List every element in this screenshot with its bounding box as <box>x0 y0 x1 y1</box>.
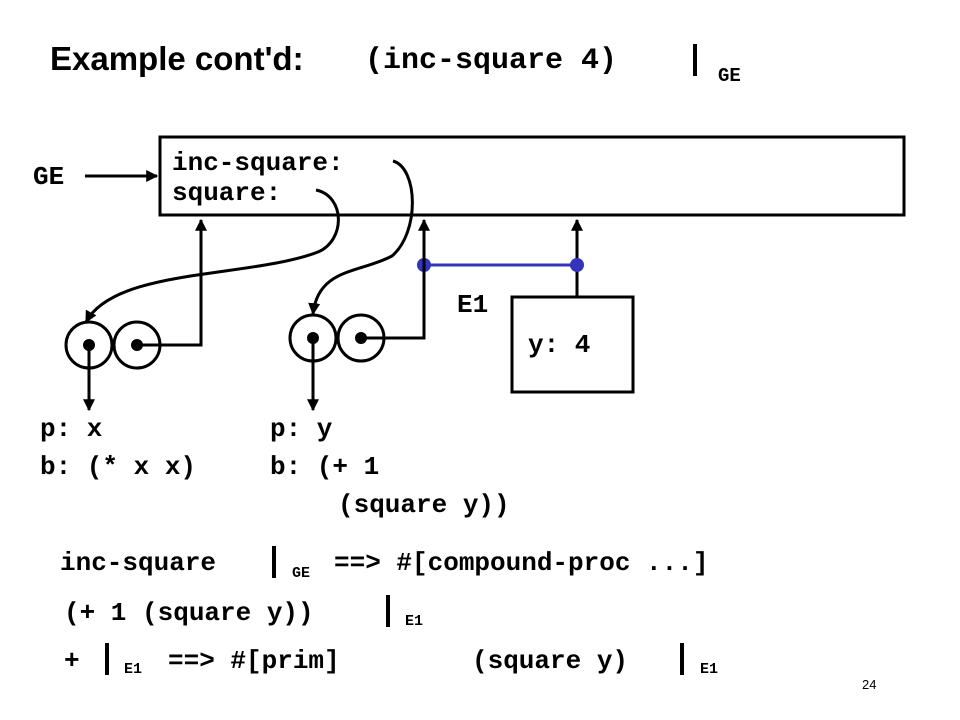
eval2-env: E1 <box>405 613 424 630</box>
title-code: (inc-square 4) <box>365 44 618 78</box>
binding-inc-square: inc-square: <box>172 148 344 178</box>
global-env-frame <box>158 135 906 217</box>
binding-square: square: <box>172 178 282 208</box>
eval1-result: ==> #[compound-proc ...] <box>334 548 709 578</box>
ge-label: GE <box>33 162 65 192</box>
eval3-env: E1 <box>124 661 143 678</box>
square-binding-arrow <box>84 188 340 324</box>
eval3-bar <box>105 643 109 675</box>
eval3-expr: + <box>64 646 80 676</box>
eval1-env: GE <box>292 565 311 582</box>
inc-square-body-1: b: (+ 1 <box>270 452 380 482</box>
e1-frame <box>510 295 635 394</box>
inc-square-body-2: (square y)) <box>338 490 510 520</box>
eval1-expr: inc-square <box>60 548 217 578</box>
eval3-bar2 <box>680 643 684 675</box>
e1-label: E1 <box>457 290 489 320</box>
eval2-bar <box>386 595 390 627</box>
eval3-result: ==> #[prim] <box>168 646 340 676</box>
square-body: b: (* x x) <box>40 452 197 482</box>
e1-binding-y: y: 4 <box>528 330 591 360</box>
eval3-env2: E1 <box>700 661 719 678</box>
title-env: GE <box>718 65 741 87</box>
title-eval-bar <box>693 44 697 76</box>
inc-square-env-arrow <box>361 218 430 340</box>
eval1-bar <box>272 546 276 578</box>
page-number: 24 <box>862 677 877 692</box>
inc-square-params: p: y <box>270 414 333 444</box>
square-params: p: x <box>40 414 103 444</box>
eval3-expr2: (square y) <box>472 646 629 676</box>
square-env-arrow <box>137 218 207 347</box>
eval2-expr: (+ 1 (square y)) <box>64 598 314 628</box>
link-dot-right <box>570 258 584 272</box>
inc-square-binding-arrow <box>308 159 414 316</box>
slide-title: Example cont'd: <box>50 40 304 77</box>
